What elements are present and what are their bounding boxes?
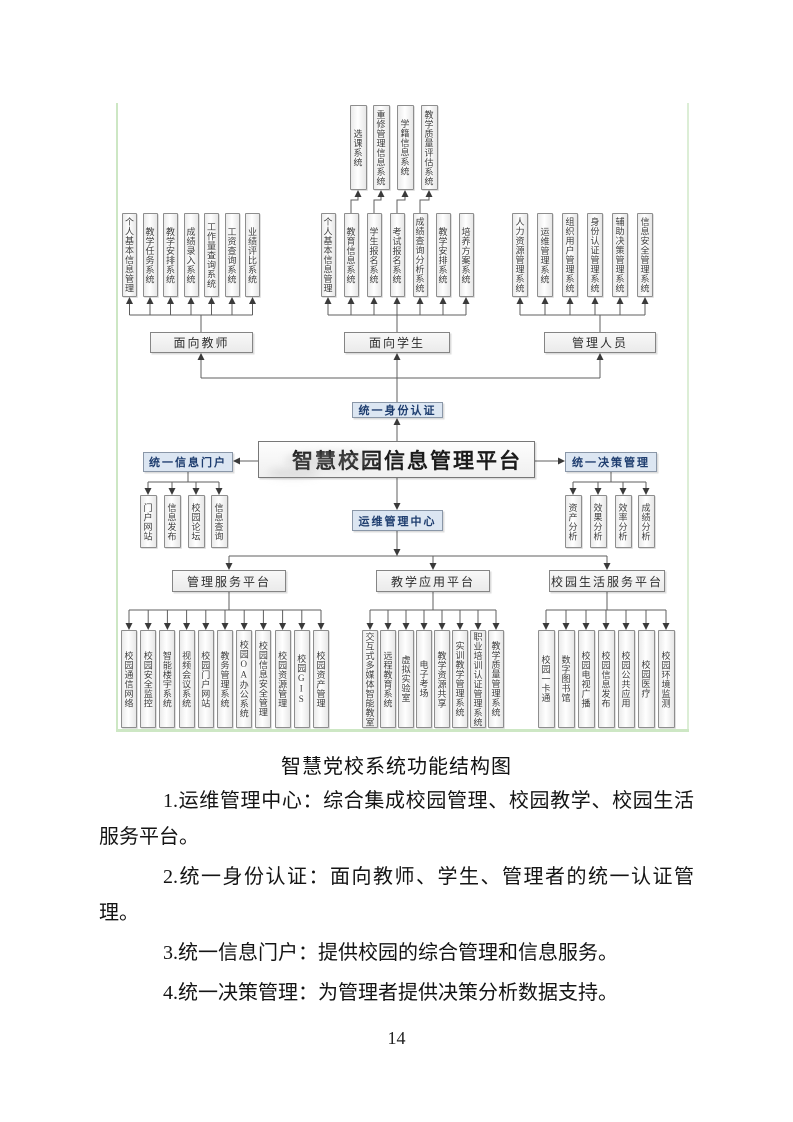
- management-sub-box: 校园资源管理: [274, 630, 291, 728]
- portal-sub-box: 信息发布: [163, 495, 181, 548]
- campus-life-sub-box: 校园医疗: [637, 630, 655, 728]
- top-system-box: 重修管理信息系统: [372, 105, 390, 190]
- paragraph-4: 4.统一决策管理：为管理者提供决策分析数据支持。: [163, 982, 618, 1004]
- teaching-sub-box: 教学质量管理系统: [487, 630, 505, 728]
- campus-life-sub-box: 校园电视广播: [577, 630, 595, 728]
- teacher-category-box: 面向教师: [150, 332, 253, 353]
- top-system-box: 教学质量评估系统: [420, 105, 438, 190]
- student-system-box: 培养方案系统: [458, 213, 474, 297]
- management-sub-box: 校园信息安全管理: [255, 630, 272, 728]
- teaching-sub-box: 远程教育系统: [379, 630, 397, 728]
- management-sub-box: 校园门户网站: [197, 630, 214, 728]
- teaching-sub-box: 教学资源共享: [433, 630, 451, 728]
- admin-system-box: 辅助决策管理系统: [612, 213, 628, 297]
- platform-box-teaching: 教学应用平台: [376, 570, 490, 592]
- portal-sub-box: 校园论坛: [187, 495, 205, 548]
- paragraph-1: 1.运维管理中心：综合集成校园管理、校园教学、校园生活服务平台。: [99, 790, 694, 848]
- decision-sub-box: 效果分析: [589, 495, 607, 548]
- decision-sub-box: 资产分析: [564, 495, 582, 548]
- student-system-box: 个人基本信息管理: [320, 213, 336, 297]
- student-system-box: 考试报名系统: [389, 213, 405, 297]
- management-sub-box: 校园资产管理: [313, 630, 329, 728]
- top-system-box: 学籍信息系统: [396, 105, 414, 190]
- student-system-box: 教学安排系统: [435, 213, 451, 297]
- teacher-system-box: 业绩评比系统: [245, 213, 260, 297]
- decision-sub-box: 成绩分析: [637, 495, 655, 548]
- decision-sub-box: 效率分析: [614, 495, 632, 548]
- figure-caption: 智慧党校系统功能结构图: [281, 756, 512, 778]
- admin-category-box: 管理人员: [544, 332, 656, 353]
- management-sub-box: 校园OA办公系统: [236, 630, 253, 728]
- platform-box-campus-life: 校园生活服务平台: [549, 570, 665, 592]
- decision-mgmt-box: 统一决策管理: [565, 452, 657, 472]
- management-sub-box: 校园安全监控: [140, 630, 157, 728]
- teacher-system-box: 工资查询系统: [224, 213, 240, 297]
- campus-life-sub-box: 校园公共应用: [617, 630, 635, 728]
- teaching-sub-box: 交互式多媒体智能教室: [361, 630, 379, 728]
- body-text: 1.运维管理中心：综合集成校园管理、校园教学、校园生活服务平台。 2.统一身份认…: [99, 779, 694, 1015]
- top-system-box: 选课系统: [349, 105, 367, 190]
- student-system-box: 学生报名系统: [366, 213, 382, 297]
- campus-life-sub-box: 数字图书馆: [557, 630, 575, 728]
- management-sub-box: 智能楼宇系统: [159, 630, 176, 728]
- student-category-box: 面向学生: [344, 332, 450, 353]
- teacher-system-box: 教学任务系统: [142, 213, 158, 297]
- paragraph-2: 2.统一身份认证：面向教师、学生、管理者的统一认证管理。: [99, 866, 694, 924]
- campus-life-sub-box: 校园一卡通: [537, 630, 555, 728]
- identity-auth-box: 统一身份认证: [352, 402, 443, 418]
- teaching-sub-box: 职业培训认证管理系统: [469, 630, 487, 728]
- platform-box-management: 管理服务平台: [172, 570, 286, 592]
- info-portal-box: 统一信息门户: [143, 452, 233, 472]
- teaching-sub-box: 虚拟实验室: [397, 630, 415, 728]
- ops-center-box: 运维管理中心: [352, 510, 443, 531]
- teacher-system-box: 成绩录入系统: [183, 213, 199, 297]
- page-number: 14: [387, 1028, 406, 1048]
- management-sub-box: 视频会议系统: [178, 630, 195, 728]
- management-sub-box: 教务管理系统: [217, 630, 233, 728]
- portal-sub-box: 信息查询: [210, 495, 228, 548]
- student-system-box: 教育信息系统: [343, 213, 359, 297]
- management-sub-box: 校园通信网络: [121, 630, 137, 728]
- teacher-system-box: 工作量查询系统: [204, 213, 219, 297]
- paragraph-3: 3.统一信息门户：提供校园的综合管理和信息服务。: [163, 942, 618, 964]
- admin-system-box: 运维管理系统: [537, 213, 553, 297]
- management-sub-box: 校园GIS: [293, 630, 310, 728]
- diagram-edge-right: [687, 103, 689, 732]
- watermark-smudge: [285, 452, 380, 468]
- teaching-sub-box: 电子考场: [415, 630, 433, 728]
- watermark-smudge: [268, 468, 318, 478]
- campus-life-sub-box: 校园信息发布: [597, 630, 615, 728]
- teacher-system-box: 教学安排系统: [163, 213, 178, 297]
- central-platform-box: 智慧校园信息管理平台: [258, 441, 535, 478]
- student-system-box: 成绩查询分析系统: [412, 213, 428, 297]
- diagram-edge-left: [116, 103, 118, 732]
- teaching-sub-box: 实训教学管理系统: [451, 630, 469, 728]
- admin-system-box: 身份认证管理系统: [587, 213, 603, 297]
- admin-system-box: 信息安全管理系统: [637, 213, 653, 297]
- campus-life-sub-box: 校园环境监测: [657, 630, 675, 728]
- portal-sub-box: 门户网站: [139, 495, 157, 548]
- teacher-system-box: 个人基本信息管理: [122, 213, 137, 297]
- admin-system-box: 人力资源管理系统: [512, 213, 528, 297]
- diagram-edge-bottom: [116, 729, 689, 732]
- admin-system-box: 组织用户管理系统: [562, 213, 578, 297]
